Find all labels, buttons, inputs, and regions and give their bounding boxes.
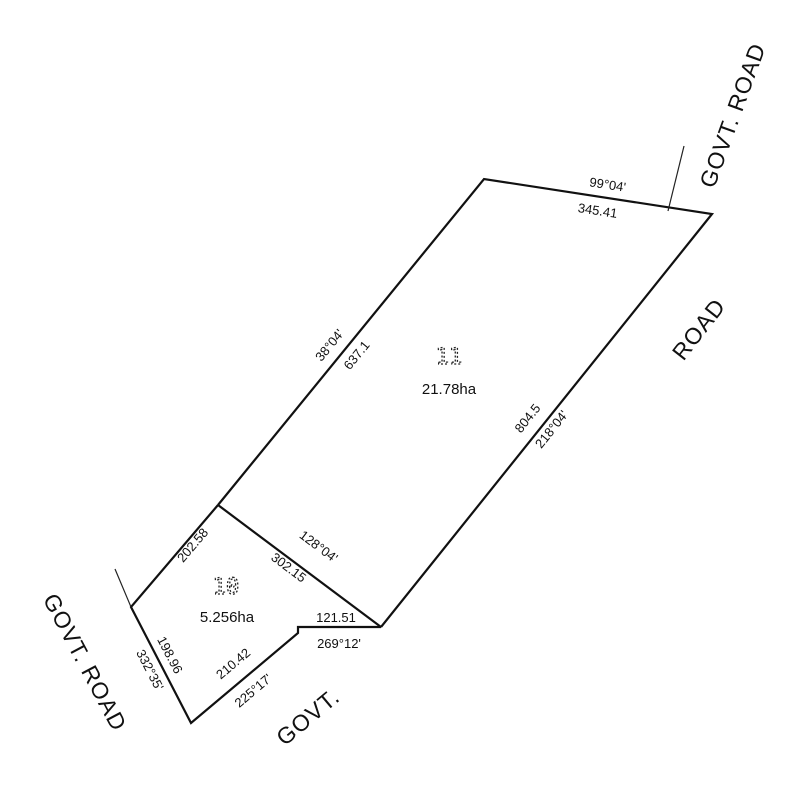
lot-area-11: 21.78ha — [422, 381, 477, 398]
lot10-southeast-bearing: 225°17' — [231, 671, 274, 711]
lot10-south-bearing: 269°12' — [317, 636, 361, 651]
lot-10-boundary — [129, 504, 381, 725]
northwest-boundary-distance: 637.1 — [340, 338, 372, 373]
govt-road-west-label: GOVT. ROAD — [38, 589, 132, 735]
lot-number-11: 11 — [436, 345, 463, 370]
govt-road-northeast-label: GOVT. ROAD — [694, 39, 770, 191]
road-tick-northeast — [667, 145, 685, 212]
north-boundary-bearing: 99°04' — [588, 174, 626, 194]
northwest-boundary-bearing: 38°04' — [312, 326, 347, 364]
north-boundary-distance: 345.41 — [577, 200, 619, 221]
lot-area-10: 5.256ha — [200, 609, 255, 626]
common-boundary-bearing: 128°04' — [297, 527, 341, 565]
lot-11-boundary — [217, 177, 715, 628]
road-east-label: ROAD — [667, 293, 731, 365]
lot10-northwest-distance: 202.58 — [174, 525, 211, 565]
common-boundary-line — [217, 504, 382, 628]
lot-number-10: 10 — [213, 575, 240, 600]
lot10-south-distance: 121.51 — [316, 610, 356, 625]
govt-south-label: GOVT. — [271, 683, 344, 750]
road-tick-west — [114, 568, 132, 608]
